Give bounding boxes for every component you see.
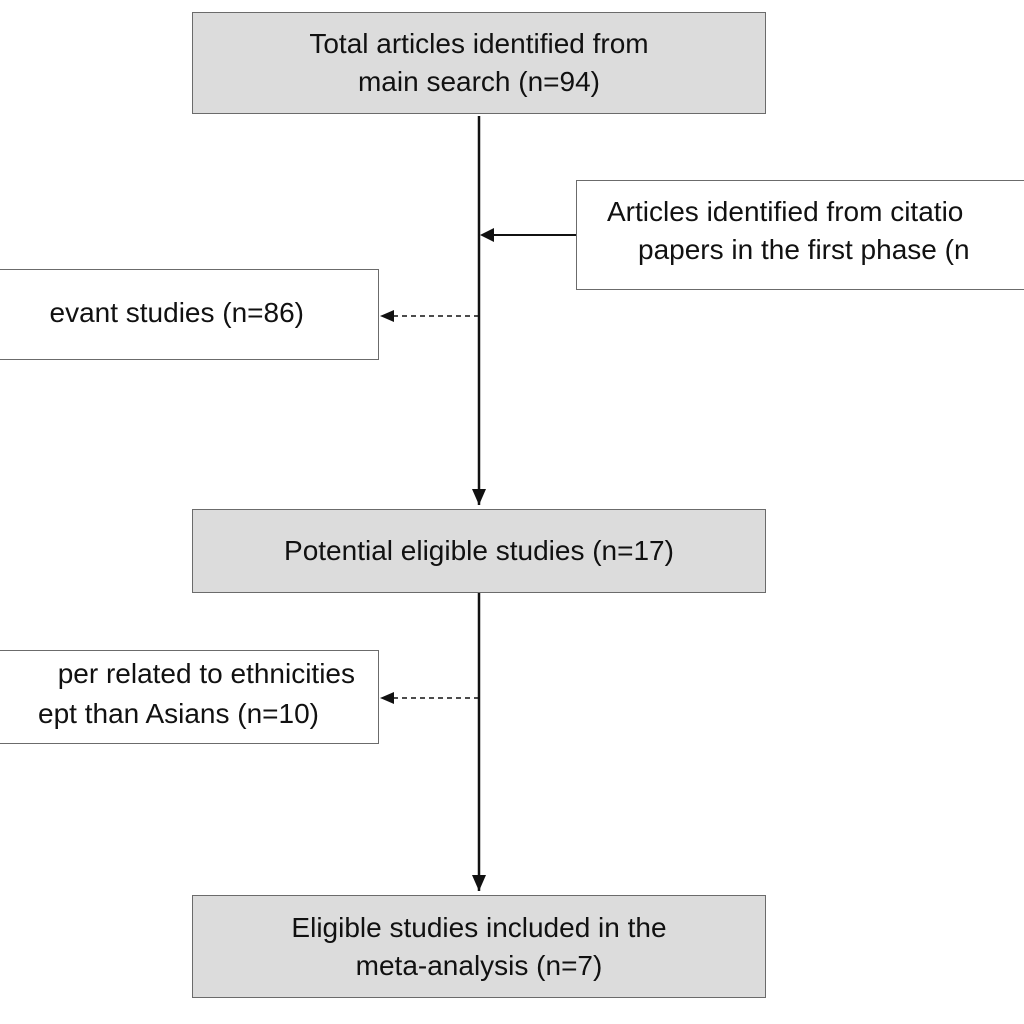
arrow-citation-head	[480, 228, 494, 242]
ethnic-text-line1: per related to ethnicities	[57, 658, 355, 689]
citation-text-line2: papers in the first phase (n	[638, 234, 970, 265]
eligible-text: Eligible studies included in the meta-an…	[291, 911, 667, 981]
irrelevant-text: evant studies (n=86)	[49, 297, 305, 328]
box-other-ethnicities: per related to ethnicities ept than Asia…	[0, 650, 379, 744]
box-irrelevant-studies: evant studies (n=86)	[0, 269, 379, 360]
box-potential-eligible: Potential eligible studies (n=17)	[192, 509, 766, 593]
citation-text-line1: Articles identified from citatio	[607, 196, 964, 227]
box-citation-articles: Articles identified from citatio papers …	[576, 180, 1024, 290]
ethnic-text-line2: ept than Asians (n=10)	[38, 698, 319, 729]
total-articles-text: Total articles identified from main sear…	[309, 28, 649, 97]
potential-text: Potential eligible studies (n=17)	[284, 535, 674, 567]
arrow-ethnic-head	[380, 692, 394, 704]
box-eligible-included: Eligible studies included in the meta-an…	[192, 895, 766, 998]
arrow-irrelevant-head	[380, 310, 394, 322]
box-total-articles: Total articles identified from main sear…	[192, 12, 766, 114]
